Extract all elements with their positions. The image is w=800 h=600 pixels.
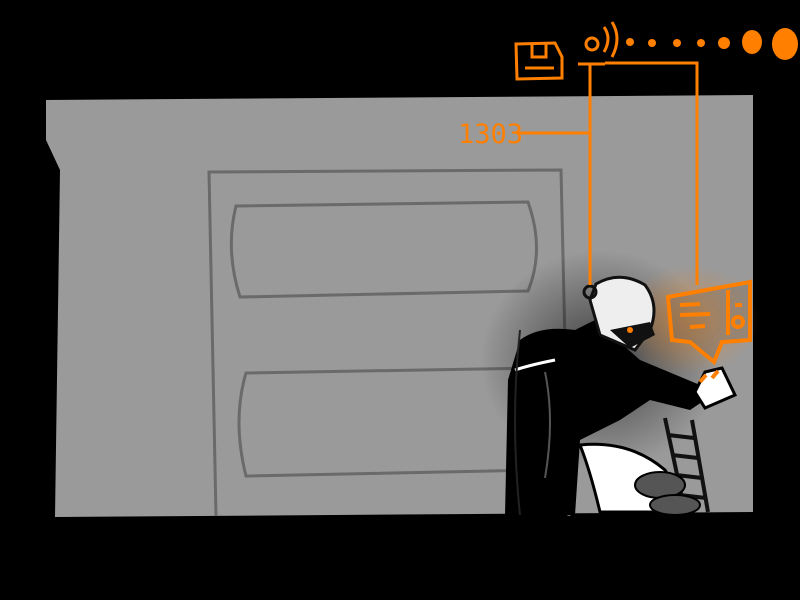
wall-terminal[interactable] xyxy=(665,279,752,366)
terminal-sparks xyxy=(698,369,720,384)
signal-dot xyxy=(673,39,681,47)
signal-dot xyxy=(648,39,656,47)
floppy-disk-icon[interactable] xyxy=(514,41,564,81)
signal-strength-dots xyxy=(626,28,798,60)
character xyxy=(505,275,738,516)
signal-dot xyxy=(697,39,705,47)
signal-waves-icon xyxy=(584,21,619,58)
signal-dot xyxy=(742,30,762,54)
signal-dot xyxy=(772,28,798,60)
signal-dot xyxy=(626,38,634,46)
signal-dot xyxy=(718,37,730,49)
character-head xyxy=(582,275,656,352)
room-number: 1303 xyxy=(458,119,523,150)
screen-glow xyxy=(620,265,760,375)
hud-connector-lines xyxy=(517,61,699,285)
